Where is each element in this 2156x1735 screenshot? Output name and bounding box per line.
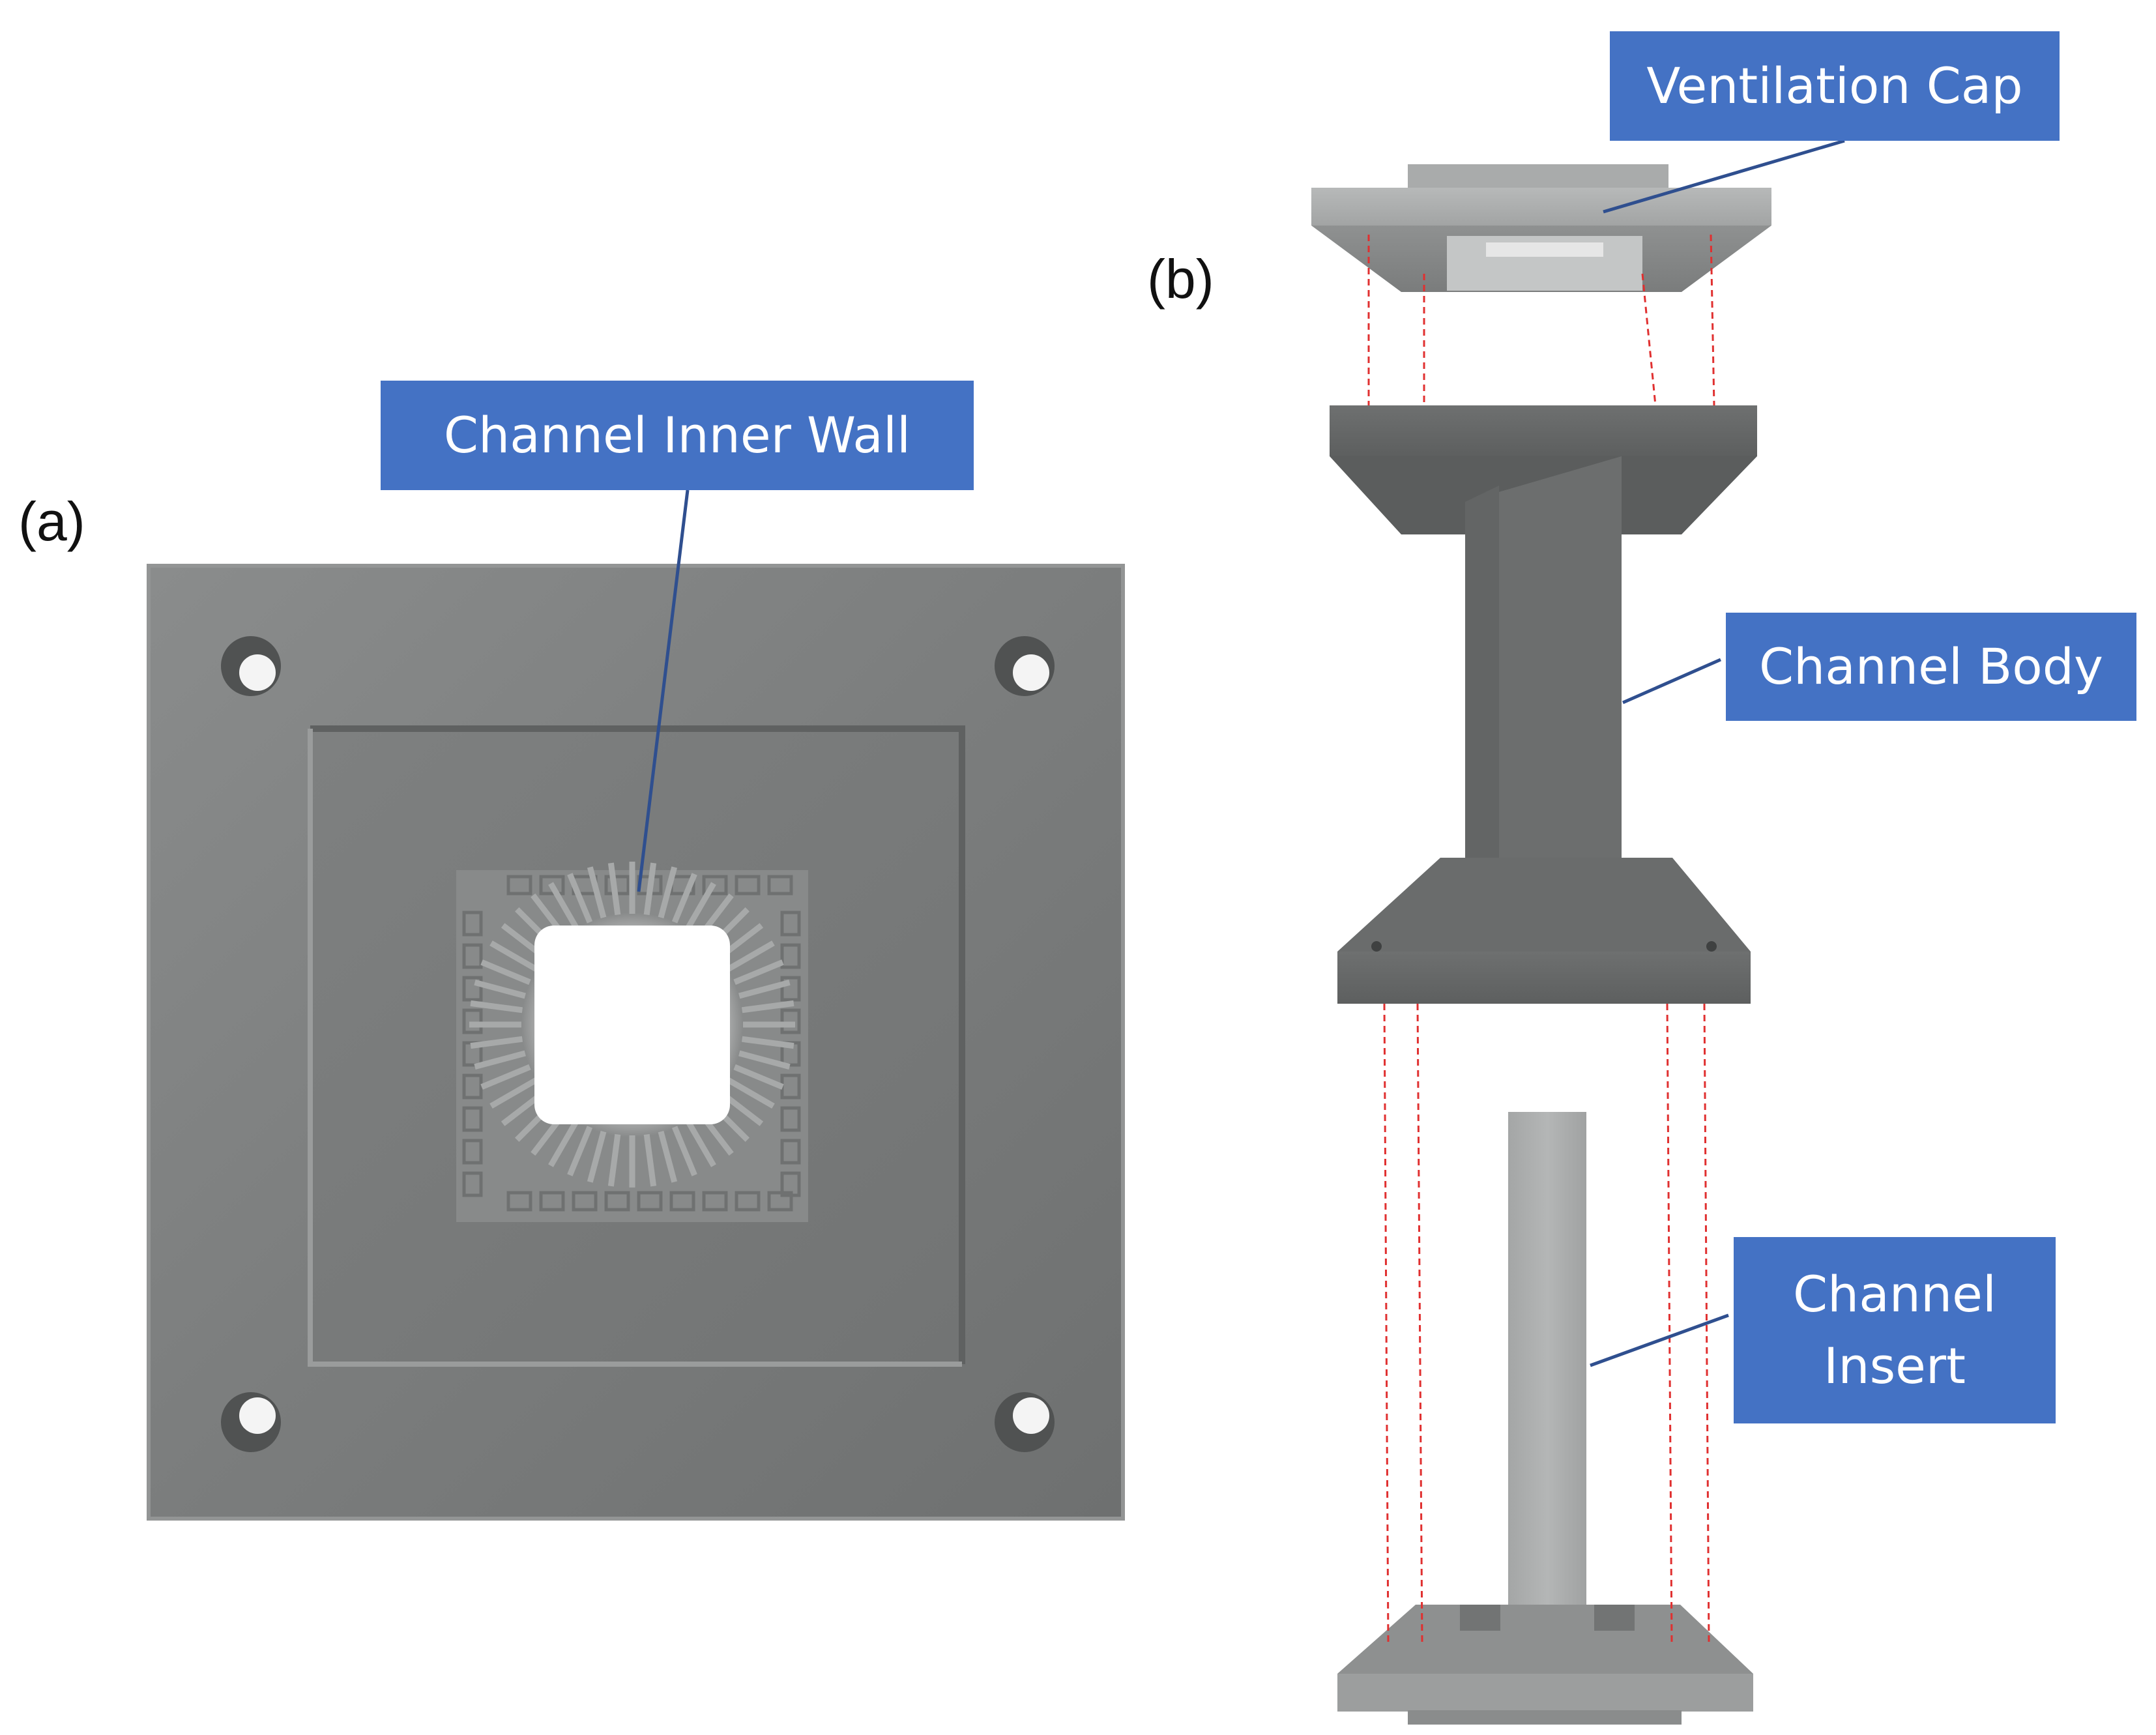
channel-body-part	[1330, 405, 1757, 1004]
callout-channel-inner-wall-text: Channel Inner Wall	[443, 405, 911, 464]
alignment-guides	[1367, 234, 1715, 1643]
leader-line-ventilation-cap	[1603, 139, 1845, 214]
panel-label-a: (a)	[18, 491, 85, 552]
leader-line-channel-insert	[1590, 1313, 1729, 1367]
plate-top-view	[147, 564, 1125, 1521]
callout-channel-body-text: Channel Body	[1758, 637, 2104, 695]
leader-line-channel-body	[1622, 658, 1722, 705]
channel-insert-part	[1337, 1112, 1753, 1725]
callout-channel-inner-wall: Channel Inner Wall	[381, 381, 974, 490]
callout-channel-body: Channel Body	[1726, 613, 2136, 721]
callout-ventilation-cap-text: Ventilation Cap	[1646, 56, 2023, 115]
callout-ventilation-cap: Ventilation Cap	[1610, 31, 2060, 141]
callout-channel-insert-line1: Channel	[1792, 1264, 1996, 1323]
leader-line-inner-wall	[637, 489, 690, 892]
callout-channel-insert: Channel Insert	[1734, 1237, 2056, 1423]
callout-channel-insert-line2: Insert	[1824, 1337, 1966, 1395]
panel-label-b: (b)	[1147, 248, 1214, 310]
